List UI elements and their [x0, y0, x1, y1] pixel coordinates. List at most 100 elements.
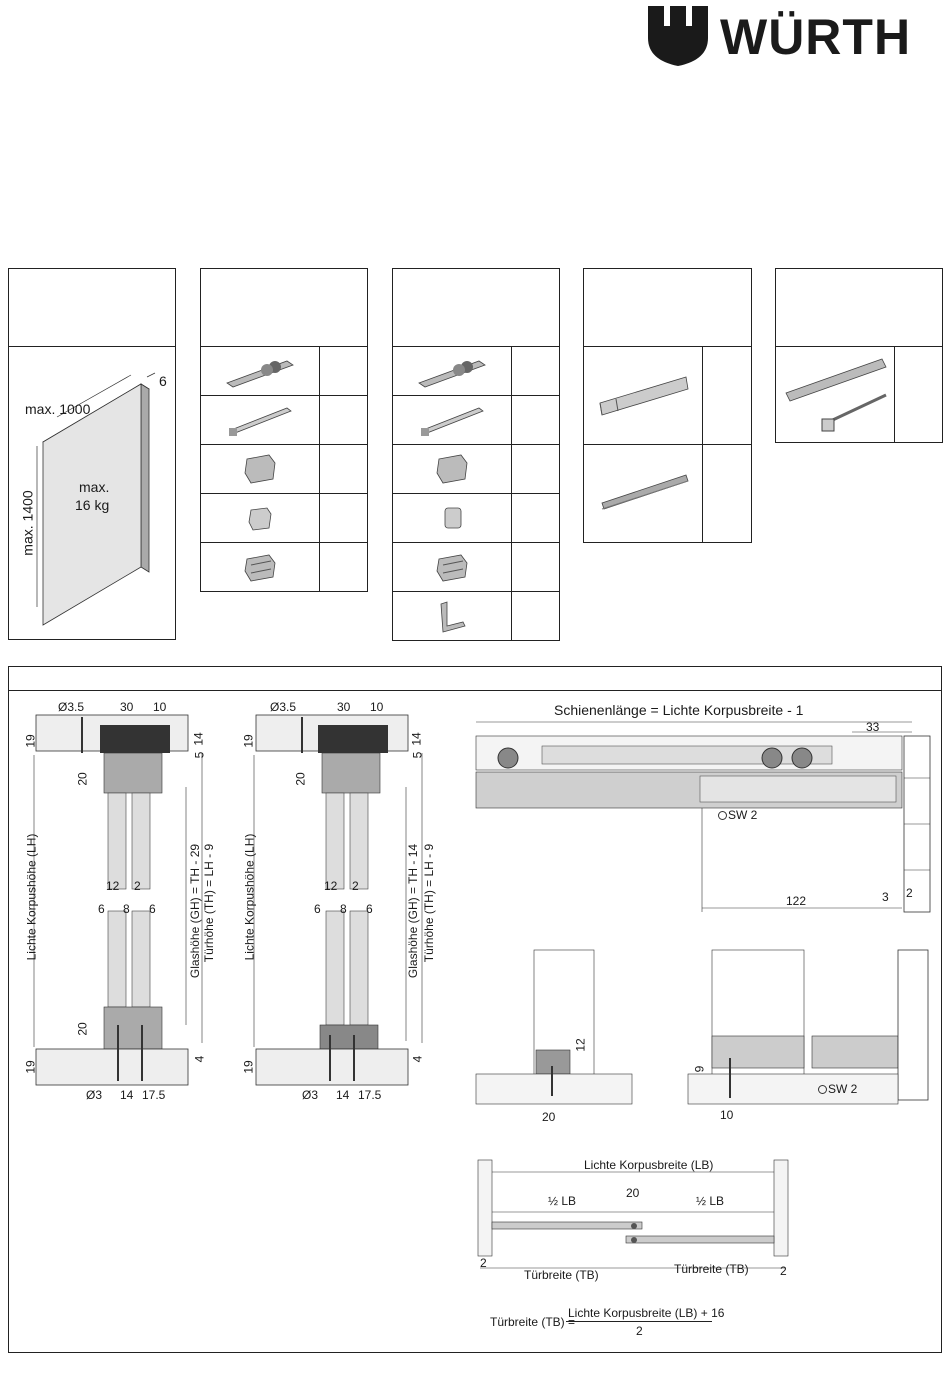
rails-box — [583, 268, 752, 543]
left-h19-top: 19 — [23, 734, 38, 748]
mid-th-label: Türhöhe (TH) = LH - 9 — [422, 843, 437, 963]
mid-h14: 14 — [409, 732, 424, 746]
cross-section-middle — [253, 714, 423, 1086]
left-h20-bot: 20 — [75, 1022, 90, 1036]
lb-label: Lichte Korpusbreite (LB) — [584, 1158, 714, 1172]
mid-w17-5: 17.5 — [358, 1088, 382, 1102]
left-h20-top: 20 — [75, 772, 90, 786]
mid-w12: 12 — [324, 879, 338, 893]
door-weight-line1: max. — [79, 479, 110, 495]
tb-right: Türbreite (TB) — [674, 1262, 749, 1276]
mid-h5: 5 — [410, 751, 425, 759]
detail-right-d9: 9 — [692, 1065, 707, 1073]
left-h5: 5 — [192, 751, 207, 759]
mid-w10: 10 — [370, 700, 384, 714]
rail-length-title: Schienenlänge = Lichte Korpusbreite - 1 — [554, 702, 804, 718]
tb-left: Türbreite (TB) — [524, 1268, 599, 1282]
parts-box-2 — [392, 268, 560, 641]
connector-bar-icon — [229, 407, 292, 436]
left-w8: 8 — [123, 902, 130, 916]
width-d20: 20 — [626, 1186, 640, 1200]
mid-gh-label: Glashöhe (GH) = TH - 14 — [406, 843, 421, 979]
connector-bar-icon — [421, 407, 484, 436]
left-dia-top: Ø3.5 — [58, 700, 85, 714]
rail-d33: 33 — [866, 720, 880, 734]
left-w17-5: 17.5 — [142, 1088, 166, 1102]
mid-dia-top: Ø3.5 — [270, 700, 297, 714]
mid-h4: 4 — [410, 1055, 425, 1063]
formula-lhs: Türbreite (TB) = — [490, 1315, 576, 1329]
door-width-diagram — [477, 1159, 789, 1269]
rail-sw: SW 2 — [728, 808, 758, 822]
mid-w6b: 6 — [366, 902, 373, 916]
mid-w6a: 6 — [314, 902, 321, 916]
width-d2-right: 2 — [780, 1264, 787, 1278]
hex-key-icon — [818, 1085, 827, 1094]
mid-w8: 8 — [340, 902, 347, 916]
door-spec-box: max. 1000 6 max. 1400 max. 16 kg — [8, 268, 176, 640]
rail-d3: 3 — [882, 890, 889, 904]
formula-denominator: 2 — [636, 1324, 643, 1338]
left-h14: 14 — [191, 732, 206, 746]
detail-right-sw: SW 2 — [828, 1082, 858, 1096]
bottom-guide-icon — [244, 554, 276, 582]
mid-w14: 14 — [336, 1088, 350, 1102]
bottom-guide-detail-left — [475, 949, 633, 1105]
drawing-panel-header — [9, 667, 941, 691]
guide-sleeve-icon — [444, 507, 462, 529]
cross-section-left — [33, 714, 203, 1086]
mid-w30: 30 — [337, 700, 351, 714]
rail-d122: 122 — [786, 894, 807, 908]
detail-left-d20: 20 — [542, 1110, 556, 1124]
left-th-label: Türhöhe (TH) = LH - 9 — [202, 843, 217, 963]
door-spec-header — [9, 269, 175, 347]
top-rail-icon — [599, 376, 689, 416]
formula-numerator: Lichte Korpusbreite (LB) + 16 — [568, 1306, 725, 1320]
door-panel-diagram — [36, 372, 156, 626]
wurth-emblem-icon — [648, 6, 708, 66]
mid-h19-bot: 19 — [241, 1060, 256, 1074]
left-lh-label: Lichte Korpushöhe (LH) — [24, 833, 39, 961]
guide-block-icon — [244, 454, 276, 484]
left-w10: 10 — [153, 700, 167, 714]
soft-close-damper-icon — [785, 358, 887, 432]
half-lb-right: ½ LB — [696, 1194, 725, 1208]
angle-bracket-icon — [440, 601, 466, 633]
wurth-logo: WÜRTH — [646, 4, 942, 68]
half-lb-left: ½ LB — [548, 1194, 577, 1208]
left-h4: 4 — [192, 1055, 207, 1063]
bottom-guide-detail-right — [687, 949, 929, 1105]
detail-left-d12: 12 — [573, 1038, 588, 1052]
parts-box-1-header — [201, 269, 367, 347]
left-w12: 12 — [106, 879, 120, 893]
mid-h19-top: 19 — [241, 734, 256, 748]
door-width-label: max. 1000 — [25, 401, 91, 417]
detail-right-d10: 10 — [720, 1108, 734, 1122]
damper-box — [775, 268, 943, 443]
roller-carriage-icon — [418, 360, 486, 388]
parts-box-2-header — [393, 269, 559, 347]
roller-carriage-icon — [226, 360, 294, 388]
left-h19-bot: 19 — [23, 1060, 38, 1074]
left-w30: 30 — [120, 700, 134, 714]
brand-name: WÜRTH — [720, 9, 912, 65]
left-w2: 2 — [134, 879, 141, 893]
mid-h20-top: 20 — [293, 772, 308, 786]
width-d2-left: 2 — [480, 1256, 487, 1270]
door-height-label: max. 1400 — [19, 490, 36, 556]
left-w6b: 6 — [149, 902, 156, 916]
left-w6a: 6 — [98, 902, 105, 916]
rails-box-header — [584, 269, 751, 347]
damper-box-header — [776, 269, 942, 347]
parts-box-1 — [200, 268, 368, 592]
guide-block-icon — [436, 454, 468, 484]
formula-fraction-bar — [566, 1321, 712, 1322]
left-gh-label: Glashöhe (GH) = TH - 29 — [188, 843, 203, 979]
rail-d2: 2 — [906, 886, 913, 900]
hex-key-icon — [718, 811, 727, 820]
left-w14: 14 — [120, 1088, 134, 1102]
bottom-rail-icon — [601, 474, 689, 510]
guide-clip-icon — [248, 507, 272, 531]
left-dia-bot: Ø3 — [86, 1088, 103, 1102]
mid-w2: 2 — [352, 879, 359, 893]
